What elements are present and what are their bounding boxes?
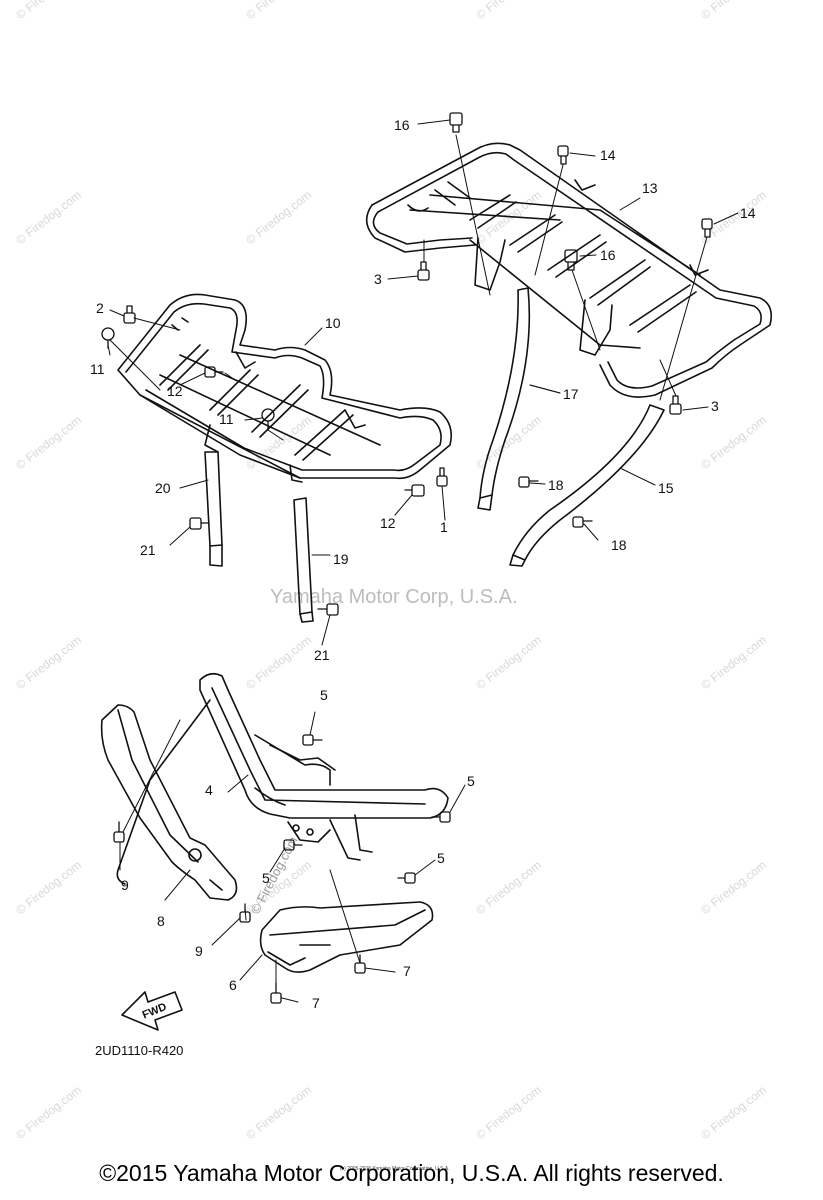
- bolt-18-a: [518, 476, 539, 488]
- copyright-footer: ©2015 Yamaha Motor Corporation, U.S.A. A…: [99, 1160, 724, 1186]
- bolt-14-top: [557, 145, 569, 165]
- stay-17: [477, 287, 531, 511]
- fwd-arrow-icon: [121, 991, 183, 1031]
- bolt-16-mid: [564, 249, 578, 271]
- callout-5-lower: 5: [437, 850, 445, 866]
- watermark-text: © Firedog.com: [13, 413, 84, 473]
- callout-labels: 1 2 3 3 4 5 5 5 5 6 7 7 8 9 9 10 11 11 1…: [90, 117, 756, 1011]
- center-watermark: Yamaha Motor Corp, U.S.A.: [270, 586, 518, 608]
- bolt-5-right: [431, 811, 451, 823]
- stay-20: [204, 451, 223, 567]
- bolt-21-bottom: [317, 603, 339, 616]
- bolt-7-right: [354, 954, 366, 974]
- watermark-text: © Firedog.com: [698, 413, 769, 473]
- callout-15: 15: [658, 480, 674, 496]
- bolt-5-top: [302, 734, 323, 746]
- bolt-2: [123, 305, 136, 324]
- watermark-text: © Firedog.com: [473, 0, 544, 22]
- callout-7-bottom: 7: [312, 995, 320, 1011]
- watermark-text: © Firedog.com: [698, 858, 769, 918]
- callout-20: 20: [155, 480, 171, 496]
- callout-19: 19: [333, 551, 349, 567]
- callout-14-top: 14: [600, 147, 616, 163]
- callout-18-b: 18: [611, 537, 627, 553]
- callout-5-mid: 5: [262, 870, 270, 886]
- callout-4: 4: [205, 782, 213, 798]
- bolt-3-left: [417, 261, 430, 281]
- callout-2: 2: [96, 300, 104, 316]
- lower-guard-6: [259, 901, 434, 973]
- small-credit: (c) 2005-2015 Yamaha Motor Corporation, …: [340, 1166, 450, 1172]
- bolt-18-b: [572, 516, 593, 528]
- watermark-text: © Firedog.com: [473, 1083, 544, 1143]
- bolt-3-right: [669, 395, 682, 415]
- watermark-text: © Firedog.com: [243, 0, 314, 22]
- watermark-text: © Firedog.com: [698, 633, 769, 693]
- bolt-21-left: [189, 517, 210, 530]
- bolt-5-mid: [283, 839, 303, 851]
- watermark-text: © Firedog.com: [698, 0, 769, 22]
- callout-11-mid: 11: [219, 411, 234, 427]
- watermark-text: © Firedog.com: [243, 633, 314, 693]
- watermark-text: © Firedog.com: [13, 188, 84, 248]
- watermark-text: © Firedog.com: [473, 633, 544, 693]
- callout-12-top: 12: [167, 383, 183, 399]
- part-code: 2UD1110-R420: [95, 1043, 183, 1058]
- callout-17: 17: [563, 386, 579, 402]
- callout-11-left: 11: [90, 361, 105, 377]
- callout-1: 1: [440, 519, 448, 535]
- bolt-16-top: [449, 112, 463, 133]
- callout-6: 6: [229, 977, 237, 993]
- bolt-11-mid: [261, 408, 275, 431]
- callout-5-right: 5: [467, 773, 475, 789]
- bolt-12-top: [204, 366, 224, 378]
- watermark-text: © Firedog.com: [473, 858, 544, 918]
- bolt-12-right: [404, 484, 425, 497]
- front-carrier-10: [117, 293, 453, 483]
- watermark-text: © Firedog.com: [243, 1083, 314, 1143]
- callout-21-left: 21: [140, 542, 156, 558]
- callout-9-left: 9: [121, 877, 129, 893]
- callout-21-bottom: 21: [314, 647, 330, 663]
- callout-3-right: 3: [711, 398, 719, 414]
- watermark-text: © Firedog.com: [13, 0, 84, 22]
- watermark-text: © Firedog.com: [13, 633, 84, 693]
- front-guard-4: [116, 672, 449, 885]
- callout-3-left: 3: [374, 271, 382, 287]
- watermark-text: © Firedog.com: [698, 1083, 769, 1143]
- callout-10: 10: [325, 315, 341, 331]
- bolt-5-lower: [397, 872, 416, 884]
- bolts: [101, 112, 713, 1004]
- callout-12-right: 12: [380, 515, 396, 531]
- callout-14-right: 14: [740, 205, 756, 221]
- rear-carrier-13: [365, 142, 773, 398]
- side-guard-8: [100, 704, 238, 901]
- leader-lines: [107, 119, 739, 1003]
- watermark-text: © Firedog.com: [473, 413, 544, 473]
- watermark-text: © Firedog.com: [13, 1083, 84, 1143]
- callout-16-mid: 16: [600, 247, 616, 263]
- stay-15: [509, 404, 665, 567]
- watermark-text: © Firedog.com: [243, 188, 314, 248]
- bolt-9-left: [113, 821, 125, 843]
- callout-5-top: 5: [320, 687, 328, 703]
- callout-16-top: 16: [394, 117, 410, 133]
- bolt-1: [436, 467, 448, 487]
- callout-8: 8: [157, 913, 165, 929]
- stay-19: [293, 497, 314, 623]
- callout-9-bottom: 9: [195, 943, 203, 959]
- callout-13: 13: [642, 180, 658, 196]
- watermark-text: © Firedog.com: [698, 188, 769, 248]
- watermark-text: © Firedog.com: [13, 858, 84, 918]
- callout-18-a: 18: [548, 477, 564, 493]
- callout-7-right: 7: [403, 963, 411, 979]
